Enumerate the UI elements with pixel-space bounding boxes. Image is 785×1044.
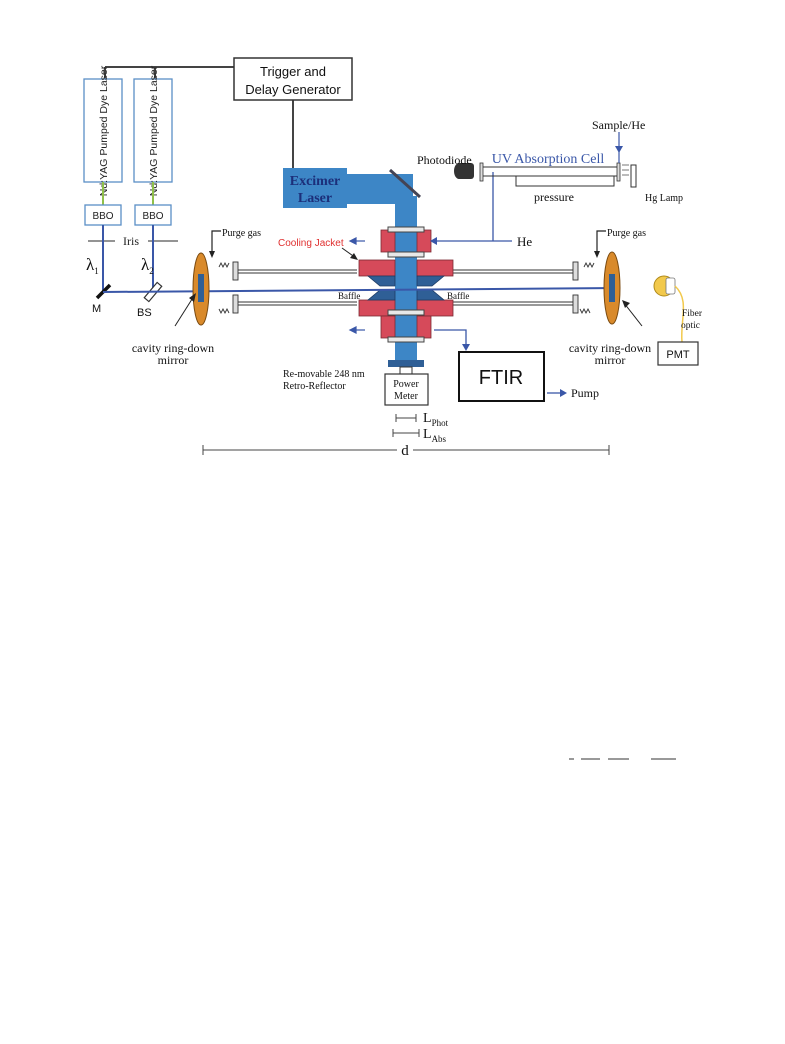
crd-left-label-line1: cavity ring-down	[132, 341, 214, 355]
crd-left-arrow	[189, 293, 196, 302]
baffles	[366, 275, 446, 301]
purge-gas-right-label: Purge gas	[607, 228, 646, 239]
trigger-wiring	[104, 66, 294, 168]
fiber-optic-label-line1: Fiber	[682, 309, 703, 319]
purge-arrow-left	[209, 251, 215, 258]
end-windows	[232, 261, 579, 314]
dye-laser-1: Nd:YAG Pumped Dye Laser	[83, 65, 123, 196]
d-label: d	[401, 443, 409, 459]
trigger-label-line1: Trigger and	[260, 64, 326, 79]
cooling-jacket-arrow	[350, 253, 358, 260]
jacket-flow-arrows	[348, 237, 365, 334]
power-meter: Power Meter	[384, 366, 429, 406]
excimer-label-line2: Laser	[298, 191, 332, 206]
bbo-2-label: BBO	[142, 211, 163, 222]
pump-arrow	[560, 389, 567, 397]
crd-right-label-line2: mirror	[595, 353, 626, 367]
d-label-bg	[397, 440, 413, 458]
lambda2-label: λ2	[141, 255, 154, 276]
pmt: PMT	[657, 341, 699, 366]
bbo-1-label: BBO	[92, 211, 113, 222]
cooling-jacket-label: Cooling Jacket	[278, 238, 344, 249]
retro-label-line2: Retro-Reflector	[283, 381, 346, 392]
dye-laser-1-label: Nd:YAG Pumped Dye Laser	[98, 65, 110, 196]
crd-mirror-left	[192, 252, 210, 326]
ftir-label: FTIR	[479, 367, 523, 389]
probe-beam	[102, 287, 620, 293]
outlet-arrow	[462, 344, 470, 351]
hg-lamp-label: Hg Lamp	[645, 193, 683, 204]
excimer-label-line1: Excimer	[290, 174, 341, 189]
purge-gas-left-label: Purge gas	[222, 228, 261, 239]
length-markers	[392, 414, 420, 437]
he-arrow	[430, 237, 437, 245]
lambda1-label: λ1	[86, 255, 99, 276]
dye-laser-2-label: Nd:YAG Pumped Dye Laser	[148, 65, 160, 196]
retro-reflector	[388, 360, 424, 367]
pressure-label: pressure	[534, 190, 574, 204]
l-abs-label: LAbs	[423, 427, 447, 444]
bbo-2: BBO	[134, 204, 172, 226]
pump-label: Pump	[571, 386, 599, 400]
power-meter-label-line1: Power	[393, 379, 419, 390]
crd-right-arrow	[622, 300, 630, 308]
cooling-jacket	[358, 229, 454, 339]
crd-mirror-right	[603, 251, 621, 325]
sample-he-label: Sample/He	[592, 118, 645, 132]
outlet-line	[434, 329, 467, 346]
uv-cell-label: UV Absorption Cell	[492, 152, 605, 167]
photodiode-label: Photodiode	[417, 153, 472, 167]
excimer-laser: Excimer Laser	[283, 168, 347, 208]
ftir: FTIR	[458, 351, 545, 402]
l-phot-label: LPhot	[423, 411, 449, 428]
window-flanges	[387, 226, 425, 343]
fiber-coupler	[653, 275, 676, 297]
crd-right-label-line1: cavity ring-down	[569, 341, 651, 355]
retro-label-line1: Re-movable 248 nm	[283, 369, 365, 380]
iris-label: Iris	[123, 234, 139, 248]
dye-laser-2: Nd:YAG Pumped Dye Laser	[133, 65, 173, 196]
crd-right-pointer	[623, 302, 643, 327]
baffle-right-label: Baffle	[447, 291, 469, 301]
fiber-optic-label-line2: optic	[681, 321, 700, 331]
crd-left-pointer	[174, 295, 195, 327]
baffle-left-label: Baffle	[338, 291, 360, 301]
mirror-m-label: M	[92, 303, 101, 315]
beam-splitter-label: BS	[137, 307, 152, 319]
excimer-beam-vertical	[395, 196, 417, 364]
crd-left-label-line2: mirror	[158, 353, 189, 367]
power-meter-label-line2: Meter	[394, 391, 419, 402]
pmt-label: PMT	[666, 349, 690, 361]
purge-arrow-right	[594, 251, 600, 258]
turning-mirror	[388, 168, 422, 199]
bellows	[218, 261, 595, 315]
he-label: He	[517, 234, 532, 249]
cell-tubes	[238, 269, 573, 306]
uv-absorption-cell	[454, 132, 637, 188]
trigger-label-line2: Delay Generator	[245, 82, 341, 97]
trigger-delay-generator: Trigger and Delay Generator	[233, 57, 353, 101]
purge-inlets	[211, 230, 606, 255]
fiber-optic	[674, 285, 685, 343]
bbo-1: BBO	[84, 204, 122, 226]
